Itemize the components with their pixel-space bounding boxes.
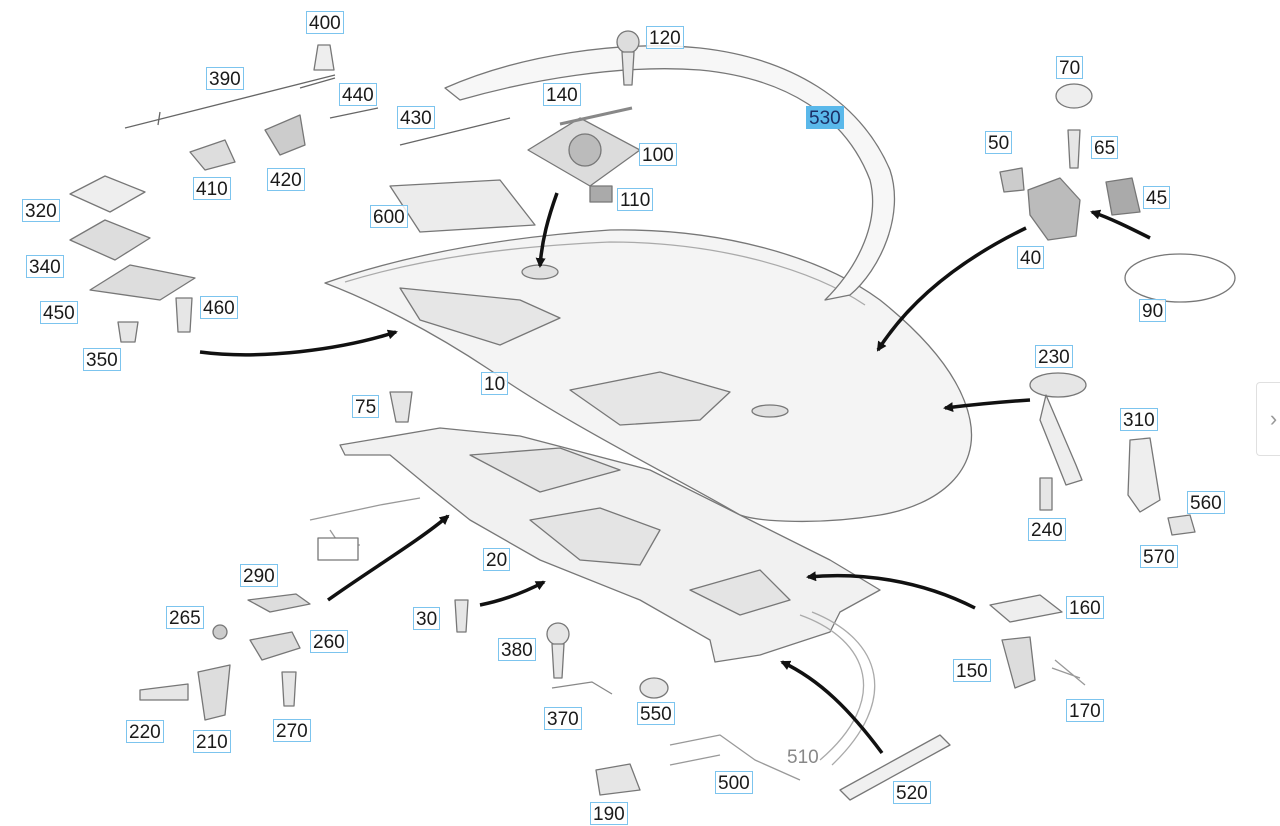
- part-label-260[interactable]: 260: [310, 630, 348, 653]
- chevron-right-icon: ›: [1269, 406, 1278, 431]
- part-label-450[interactable]: 450: [40, 301, 78, 324]
- part-label-420[interactable]: 420: [267, 168, 305, 191]
- part-label-75[interactable]: 75: [352, 395, 380, 418]
- part-label-460[interactable]: 460: [200, 296, 238, 319]
- part-label-520[interactable]: 520: [893, 781, 931, 804]
- part-label-120[interactable]: 120: [646, 26, 684, 49]
- part-label-90[interactable]: 90: [1139, 299, 1167, 322]
- part-label-240[interactable]: 240: [1028, 518, 1066, 541]
- leader-arrow: [780, 660, 884, 755]
- leader-arrow: [1090, 209, 1151, 240]
- next-page-button[interactable]: ›: [1256, 382, 1280, 456]
- leader-arrow: [326, 514, 450, 602]
- part-label-530[interactable]: 530: [806, 106, 844, 129]
- part-label-560[interactable]: 560: [1187, 491, 1225, 514]
- part-label-290[interactable]: 290: [240, 564, 278, 587]
- part-label-600[interactable]: 600: [370, 205, 408, 228]
- part-label-430[interactable]: 430: [397, 106, 435, 129]
- part-label-320[interactable]: 320: [22, 199, 60, 222]
- part-label-140[interactable]: 140: [543, 83, 581, 106]
- part-label-265[interactable]: 265: [166, 606, 204, 629]
- part-label-20[interactable]: 20: [483, 548, 511, 571]
- part-label-500[interactable]: 500: [715, 771, 753, 794]
- part-label-70[interactable]: 70: [1056, 56, 1084, 79]
- part-label-10[interactable]: 10: [481, 372, 509, 395]
- leader-arrow: [199, 329, 398, 357]
- part-label-150[interactable]: 150: [953, 659, 991, 682]
- part-label-270[interactable]: 270: [273, 719, 311, 742]
- part-label-400[interactable]: 400: [306, 11, 344, 34]
- part-label-550[interactable]: 550: [637, 702, 675, 725]
- leader-arrow: [479, 580, 546, 607]
- part-label-110[interactable]: 110: [617, 188, 654, 211]
- part-label-160[interactable]: 160: [1066, 596, 1104, 619]
- part-label-570[interactable]: 570: [1140, 545, 1178, 568]
- part-label-410[interactable]: 410: [193, 177, 231, 200]
- leader-arrow: [806, 571, 976, 610]
- weatherstrip-seal: [444, 45, 896, 301]
- part-label-100[interactable]: 100: [639, 143, 677, 166]
- part-label-440[interactable]: 440: [339, 83, 377, 106]
- leader-arrow: [535, 192, 559, 268]
- part-label-170[interactable]: 170: [1066, 699, 1104, 722]
- part-label-370[interactable]: 370: [544, 707, 582, 730]
- leader-arrow: [876, 226, 1027, 352]
- part-label-230[interactable]: 230: [1035, 345, 1073, 368]
- part-label-45[interactable]: 45: [1143, 186, 1171, 209]
- part-label-340[interactable]: 340: [26, 255, 64, 278]
- part-label-220[interactable]: 220: [126, 720, 164, 743]
- part-label-510[interactable]: 510: [787, 747, 819, 768]
- part-label-350[interactable]: 350: [83, 348, 121, 371]
- part-label-50[interactable]: 50: [985, 131, 1013, 154]
- part-label-40[interactable]: 40: [1017, 246, 1045, 269]
- part-label-30[interactable]: 30: [413, 607, 441, 630]
- part-label-190[interactable]: 190: [590, 802, 628, 825]
- part-label-65[interactable]: 65: [1091, 136, 1119, 159]
- leader-arrow: [943, 398, 1031, 413]
- part-label-380[interactable]: 380: [498, 638, 536, 661]
- part-label-390[interactable]: 390: [206, 67, 244, 90]
- part-label-210[interactable]: 210: [193, 730, 231, 753]
- part-label-310[interactable]: 310: [1120, 408, 1158, 431]
